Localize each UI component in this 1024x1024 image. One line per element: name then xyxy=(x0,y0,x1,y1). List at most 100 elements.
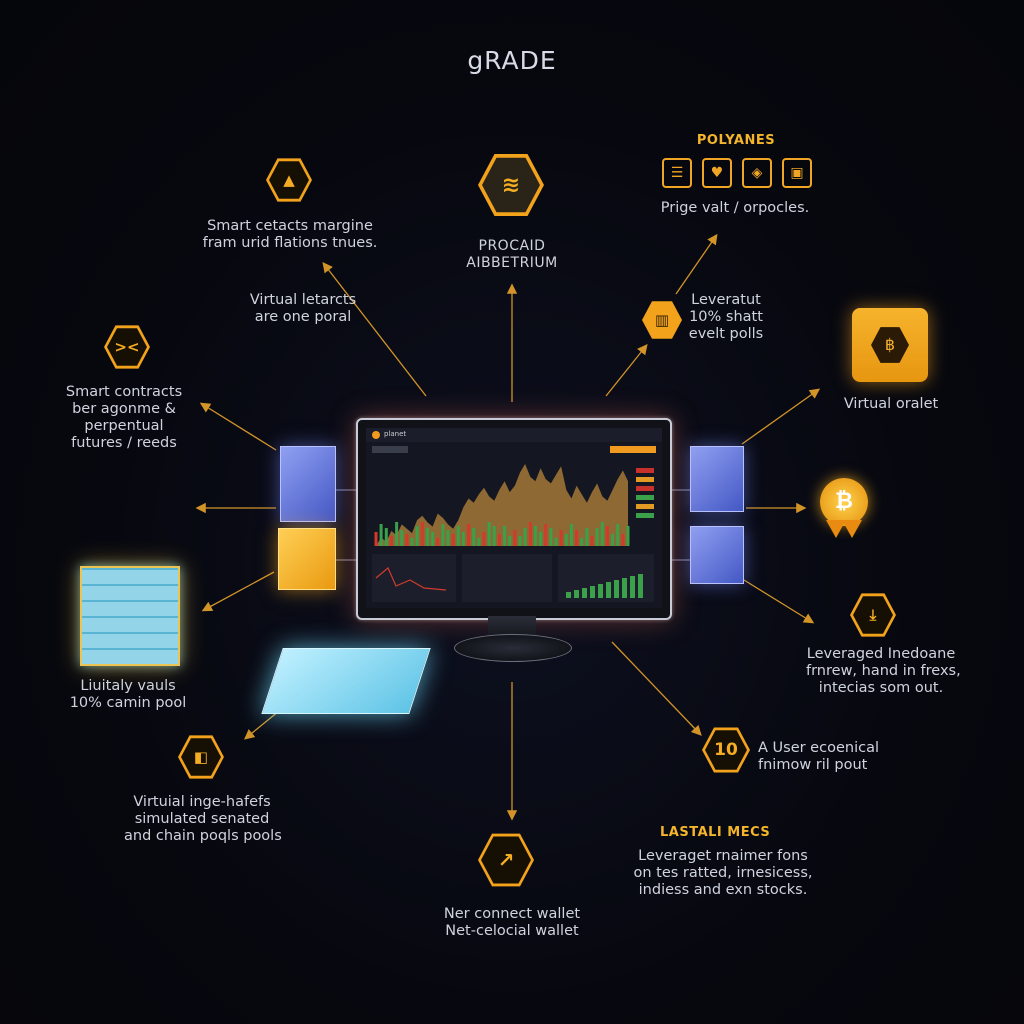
volume-bar xyxy=(585,528,589,546)
volume-bar xyxy=(533,526,537,546)
app-bar: planet xyxy=(366,428,662,442)
package-icon: ▣ xyxy=(782,158,812,188)
mini-bar xyxy=(598,584,603,598)
price-area xyxy=(376,464,628,546)
label-prige-valt: Prige valt / orpocles. xyxy=(660,200,810,216)
volume-bar xyxy=(410,538,414,546)
diagram-title: gRADE xyxy=(467,46,557,75)
volume-bar xyxy=(415,526,419,546)
blue-cube-left xyxy=(280,446,336,522)
volume-bar xyxy=(389,536,393,546)
volume-bar xyxy=(477,538,481,546)
liquidity-pool-slab xyxy=(261,648,431,714)
price-chart xyxy=(372,464,654,602)
volume-bar xyxy=(395,522,399,546)
volume-bar xyxy=(554,538,558,546)
volume-bar xyxy=(503,526,507,546)
volume-bar xyxy=(492,526,496,546)
volume-bar xyxy=(616,524,620,546)
arrow-bottom-right xyxy=(611,641,702,736)
volume-bar xyxy=(611,534,615,546)
mini-bar xyxy=(566,592,571,598)
volume-bar xyxy=(564,534,568,546)
polyanes-icon-row: ☰ ♥ ◈ ▣ xyxy=(662,158,812,190)
trading-dashboard: planet xyxy=(366,428,662,608)
monitor-stand-base xyxy=(454,634,572,662)
volume-bar xyxy=(482,532,486,546)
mini-bar xyxy=(582,588,587,598)
volume-bar xyxy=(559,530,563,546)
badge-ribbon-right xyxy=(842,520,862,538)
volume-bar xyxy=(441,524,445,546)
volume-bar xyxy=(451,534,455,546)
mini-bar xyxy=(606,582,611,598)
volume-bar xyxy=(539,532,543,546)
monitor-stand-neck xyxy=(488,616,536,638)
ten-hex-icon: 10 xyxy=(702,727,750,773)
volume-bar xyxy=(590,536,594,546)
volume-bar xyxy=(487,522,491,546)
vault-hex-icon: ▥ xyxy=(642,301,682,339)
dashboard-panel xyxy=(462,554,552,602)
stack-hex-icon: ≋ xyxy=(478,153,544,217)
volume-bar xyxy=(575,530,579,546)
liquidity-cube-icon xyxy=(80,566,180,666)
volume-bar xyxy=(456,526,460,546)
mini-bar xyxy=(638,574,643,598)
app-logo xyxy=(372,431,380,439)
mini-bar xyxy=(630,576,635,598)
volume-bar xyxy=(379,524,383,546)
volume-bar xyxy=(436,538,440,546)
volume-bar xyxy=(508,536,512,546)
badge-ribbon-left xyxy=(826,520,846,538)
volume-bar xyxy=(600,522,604,546)
volume-bar xyxy=(528,522,532,546)
label-lastali-header: LASTALI MECS xyxy=(660,825,771,840)
volume-bar xyxy=(497,534,501,546)
dashboard-panel xyxy=(372,554,456,602)
volume-bar xyxy=(605,526,609,546)
box-icon: ☰ xyxy=(662,158,692,188)
blue-cube-right xyxy=(690,446,744,512)
arrow-right-top xyxy=(741,388,821,445)
volume-bar xyxy=(405,534,409,546)
arrow-left-top xyxy=(199,402,277,451)
arrow-right-bottom xyxy=(743,579,815,624)
bitcoin-badge-icon: ₿ xyxy=(820,478,868,526)
volume-bar xyxy=(621,534,625,546)
volume-bar xyxy=(467,524,471,546)
volume-bar xyxy=(569,524,573,546)
mini-bar xyxy=(622,578,627,598)
arrow-top-left xyxy=(322,261,427,397)
gold-cube-left xyxy=(278,528,336,590)
toolbar-tab[interactable] xyxy=(372,446,408,453)
volume-bar xyxy=(384,528,388,546)
arrow-left-bottom xyxy=(201,571,275,612)
volume-bar xyxy=(420,522,424,546)
mini-bar xyxy=(574,590,579,598)
label-virtual-oralet: Virtual oralet xyxy=(843,396,939,412)
app-name: planet xyxy=(384,430,407,438)
volume-bar xyxy=(580,538,584,546)
blue-cube-right-small xyxy=(690,526,744,584)
cube-icon: ◈ xyxy=(742,158,772,188)
volume-bar xyxy=(400,530,404,546)
mini-bar xyxy=(590,586,595,598)
trade-button[interactable] xyxy=(610,446,656,453)
volume-bar xyxy=(461,532,465,546)
download-hex-icon: ⤓ xyxy=(850,593,896,637)
volume-bar xyxy=(544,524,548,546)
arrow-top-right-2 xyxy=(675,233,718,295)
volume-bar xyxy=(523,528,527,546)
